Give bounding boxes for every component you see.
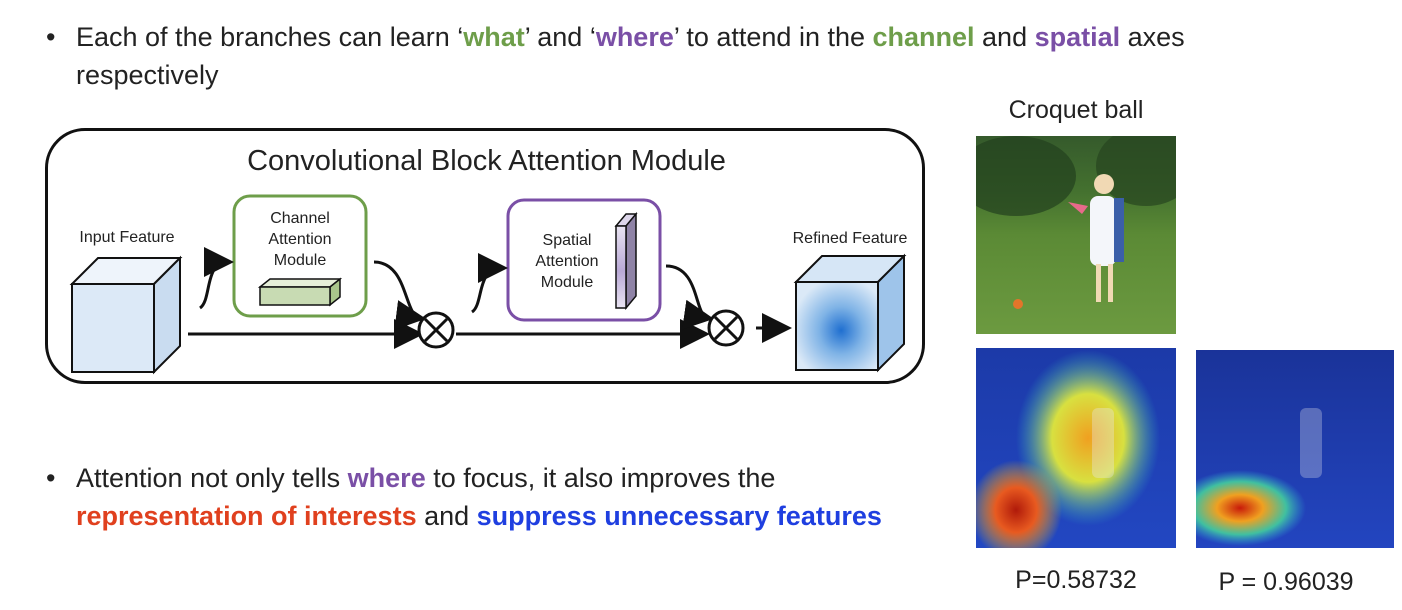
heatmap-1-overlay [976,350,1160,548]
probability-2: P = 0.96039 [1218,568,1354,596]
refined-feature-label: Refined Feature [792,230,908,247]
bullet-what-where: • Each of the branches can learn ‘what’ … [46,18,1326,94]
photo-scene [976,136,1176,309]
bullet1-text-2: ’ and ‘ [524,22,596,52]
bullet1-spatial: spatial [1034,22,1121,52]
bullet1-text-3: ’ to attend in the [673,22,873,52]
bullet1-what: what [463,22,525,52]
bullet1-text-1: Each of the branches can learn ‘ [76,22,464,52]
image-class-title: Croquet ball [1008,96,1144,124]
bullet2-suppress: suppress unnecessary features [476,501,882,531]
spatial-attention-label: Spatial Attention Module [535,232,599,291]
channel-out-arrow [373,260,426,330]
attention-heatmap-2 [1196,350,1394,548]
bullet1-channel: channel [872,22,975,52]
bullet1-text-5: axes respectively [76,22,1185,90]
bullet2-text-2: to focus, it also improves the [425,463,776,493]
bullet-dot: • [46,22,56,52]
spatial-out-arrow [665,264,714,330]
multiply-operator-1 [417,311,455,349]
probability-1: P=0.58732 [1015,566,1137,594]
flow-arrows [188,247,792,349]
multiply-operator-2 [707,309,745,347]
bullet-dot: • [46,463,56,493]
channel-attention-bar [257,277,343,307]
bullet2-representation: representation of interests [76,501,417,531]
bullet2-text-3: and [416,501,477,531]
bullet2-text-1: Attention not only tells [76,463,348,493]
bullet-attention-benefits: • Attention not only tells where to focu… [46,459,956,535]
spatial-attention-map [614,211,638,311]
input-feature-cube [69,255,183,375]
cbam-diagram [69,194,907,375]
to-channel-arrow [198,247,234,310]
input-feature-label: Input Feature [79,229,175,246]
to-spatial-arrow [470,253,508,314]
diagram-title: Convolutional Block Attention Module [247,145,726,177]
refined-feature-cube [793,253,907,373]
channel-attention-label: Channel Attention Module [268,210,332,269]
bullet2-where: where [347,463,426,493]
original-photo [976,136,1176,334]
heatmap-2-overlay [1196,408,1322,546]
bullet1-where: where [595,22,674,52]
attention-heatmap-1 [976,348,1176,548]
bullet1-text-4: and [974,22,1035,52]
